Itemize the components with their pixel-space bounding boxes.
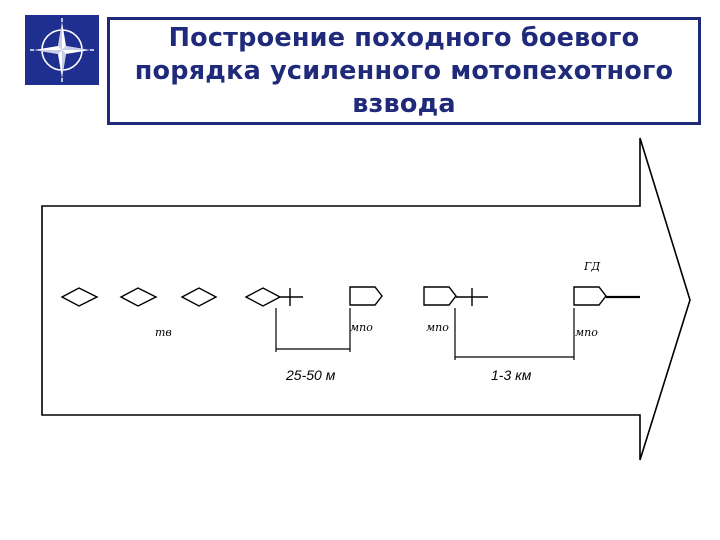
tanks-label: тв [155,326,172,339]
squad-label-3: мпо [575,326,598,339]
distance-label-1: 25-50 м [285,367,336,383]
squad-vehicle-3 [573,286,607,306]
squad-label-1: мпо [350,321,373,334]
squad-vehicle-1 [349,286,383,306]
tank-symbol-4 [244,287,282,307]
distance-label-2: 1-3 км [491,367,532,383]
title-line-3: взвода [352,88,456,119]
distance-marker-2 [454,308,575,360]
compass-rose-icon [30,18,94,82]
tank-symbol-1 [60,287,99,307]
nato-emblem [25,15,99,85]
distance-marker-1 [275,308,351,352]
squad-label-2: мпо [426,321,449,334]
squad-vehicle-2 [423,286,457,306]
commander-mark-icon [280,288,303,306]
title-line-1: Построение походного боевого [168,22,640,53]
tank-symbol-3 [180,287,218,307]
title-box: Построение походного боевого порядка уси… [107,17,701,125]
title-line-2: порядка усиленного мотопехотного [134,55,674,86]
movement-direction-arrow [41,137,691,461]
recon-patrol-label: ГД [583,260,601,273]
platoon-commander-mark-icon [456,288,488,306]
tank-symbol-2 [119,287,158,307]
